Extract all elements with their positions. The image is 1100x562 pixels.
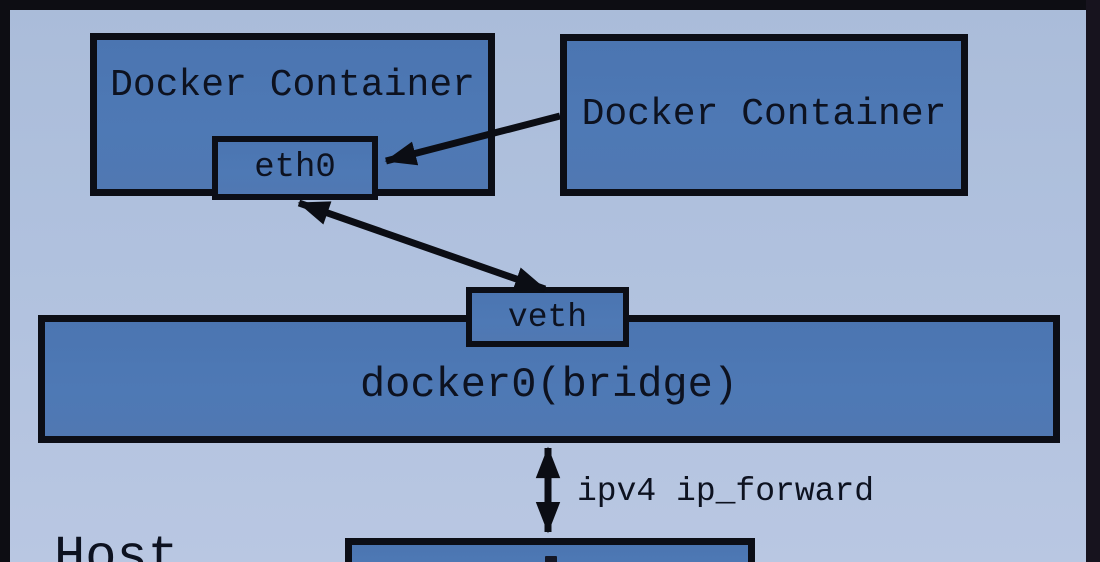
arrow-eth0-to-veth-bidirectional (297, 199, 547, 293)
ip-forward-label: ipv4 ip_forward (577, 473, 875, 510)
outer-frame-right (1086, 0, 1100, 562)
node-veth: veth (466, 287, 629, 347)
host-label: Host (54, 528, 179, 562)
node-docker-container-right: Docker Container (560, 34, 968, 196)
node-eth0: eth0 (212, 136, 378, 200)
outer-frame-top (0, 0, 1100, 10)
docker-container-left-label: Docker Container (110, 64, 475, 107)
eth0-label: eth0 (254, 149, 336, 187)
clipped-text-fragment (545, 556, 557, 562)
veth-label: veth (507, 298, 588, 336)
node-host-interface-partial (345, 538, 755, 562)
outer-frame-left (0, 0, 10, 562)
docker0-bridge-label: docker0(bridge) (359, 361, 739, 409)
docker-container-right-label: Docker Container (581, 93, 947, 136)
